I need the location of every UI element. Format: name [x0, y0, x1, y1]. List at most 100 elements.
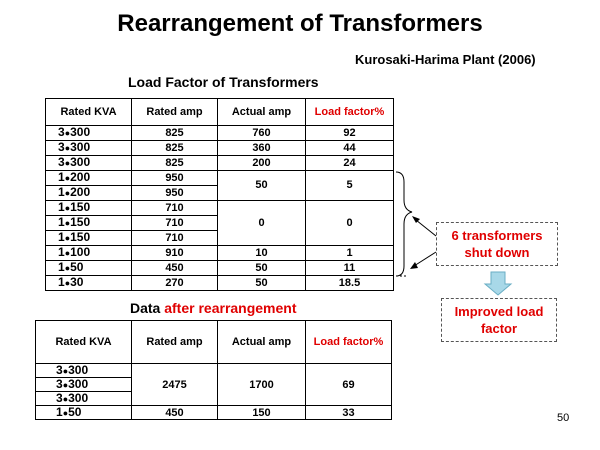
- phase-count: 1: [58, 230, 65, 244]
- arrow-line-lower: [413, 251, 437, 267]
- kva-value: 50: [70, 260, 84, 274]
- load-factor-cell: 24: [305, 155, 394, 171]
- kva-value: 150: [70, 200, 91, 214]
- section-title-prefix: Data: [130, 300, 165, 316]
- page-number: 50: [557, 412, 570, 424]
- dot-icon: ●: [64, 218, 71, 228]
- phase-count: 3: [58, 140, 65, 154]
- rated-kva-cell: 1●200: [45, 170, 132, 186]
- rated-kva-cell: 1●30: [45, 275, 132, 291]
- phase-count: 3: [58, 155, 65, 169]
- arrow-head-lower: [410, 262, 418, 269]
- section-title-highlight: after rearrangement: [164, 300, 297, 316]
- kva-value: 300: [70, 155, 91, 169]
- kva-value: 300: [68, 391, 89, 405]
- phase-count: 1: [58, 185, 65, 199]
- actual-amp-merged: 0: [217, 200, 306, 246]
- header-rated-amp: Rated amp: [131, 320, 218, 364]
- header-rated-kva: Rated KVA: [45, 98, 132, 126]
- section-title-after: Data after rearrangement: [130, 300, 297, 316]
- rated-amp-cell: 270: [131, 275, 218, 291]
- down-arrow-icon: [483, 271, 513, 296]
- kva-value: 300: [70, 125, 91, 139]
- improved-callout: Improved load factor: [441, 298, 557, 342]
- table-row: 3●300: [35, 391, 392, 406]
- kva-value: 150: [70, 215, 91, 229]
- dot-icon: ●: [64, 248, 71, 258]
- header-load-factor: Load factor%: [305, 98, 394, 126]
- table-header-row: Rated KVA Rated amp Actual amp Load fact…: [45, 98, 394, 126]
- rated-kva-cell: 1●150: [45, 230, 132, 246]
- phase-count: 1: [56, 405, 63, 419]
- dot-icon: ●: [64, 233, 71, 243]
- dot-icon: ●: [64, 278, 71, 288]
- dot-icon: ●: [64, 203, 71, 213]
- phase-count: 1: [58, 215, 65, 229]
- load-factor-merged: 69: [305, 363, 392, 406]
- dot-icon: ●: [62, 380, 69, 390]
- header-rated-kva: Rated KVA: [35, 320, 132, 364]
- header-rated-amp: Rated amp: [131, 98, 218, 126]
- rated-kva-cell: 1●50: [45, 260, 132, 276]
- phase-count: 1: [58, 275, 65, 289]
- section-title-load-factor: Load Factor of Transformers: [128, 74, 319, 90]
- rated-kva-cell: 1●150: [45, 215, 132, 231]
- kva-value: 200: [70, 185, 91, 199]
- actual-amp-cell: 150: [217, 405, 306, 420]
- load-factor-table: Rated KVA Rated amp Actual amp Load fact…: [45, 98, 394, 291]
- phase-count: 3: [56, 377, 63, 391]
- phase-count: 3: [56, 391, 63, 405]
- header-actual-amp: Actual amp: [217, 98, 306, 126]
- kva-value: 150: [70, 230, 91, 244]
- dot-icon: ●: [64, 173, 71, 183]
- dot-icon: ●: [62, 366, 69, 376]
- load-factor-merged: 5: [305, 170, 394, 201]
- phase-count: 1: [58, 200, 65, 214]
- load-factor-cell: 33: [305, 405, 392, 420]
- slide-title: Rearrangement of Transformers: [117, 10, 483, 37]
- actual-amp-cell: 50: [217, 260, 306, 276]
- phase-count: 1: [58, 260, 65, 274]
- dot-icon: ●: [64, 263, 71, 273]
- kva-value: 300: [68, 377, 89, 391]
- kva-value: 30: [70, 275, 84, 289]
- brace-shape: [395, 171, 413, 277]
- phase-count: 3: [58, 125, 65, 139]
- dot-icon: ●: [64, 158, 71, 168]
- phase-count: 3: [56, 363, 63, 377]
- rated-kva-cell: 3●300: [45, 155, 132, 171]
- dot-icon: ●: [62, 394, 69, 404]
- rated-amp-cell: 825: [131, 140, 218, 156]
- kva-value: 100: [70, 245, 91, 259]
- shutdown-callout: 6 transformers shut down: [436, 222, 558, 266]
- dot-icon: ●: [64, 188, 71, 198]
- rated-amp-cell: 710: [131, 215, 218, 231]
- after-rearrangement-table: Rated KVA Rated amp Actual amp Load fact…: [35, 320, 392, 420]
- dot-icon: ●: [64, 143, 71, 153]
- arrow-line-upper: [415, 219, 437, 237]
- plant-subtitle: Kurosaki-Harima Plant (2006): [355, 52, 536, 67]
- rated-kva-cell: 3●300: [35, 391, 132, 406]
- header-actual-amp: Actual amp: [217, 320, 306, 364]
- kva-value: 300: [70, 140, 91, 154]
- kva-value: 300: [68, 363, 89, 377]
- table-header-row: Rated KVA Rated amp Actual amp Load fact…: [35, 320, 392, 364]
- header-load-factor: Load factor%: [305, 320, 392, 364]
- actual-amp-cell: 200: [217, 155, 306, 171]
- kva-value: 50: [68, 405, 82, 419]
- dot-icon: ●: [62, 408, 69, 418]
- dot-icon: ●: [64, 128, 71, 138]
- load-factor-cell: 18.5: [305, 275, 394, 291]
- arrow-head-upper: [412, 216, 420, 223]
- kva-value: 200: [70, 170, 91, 184]
